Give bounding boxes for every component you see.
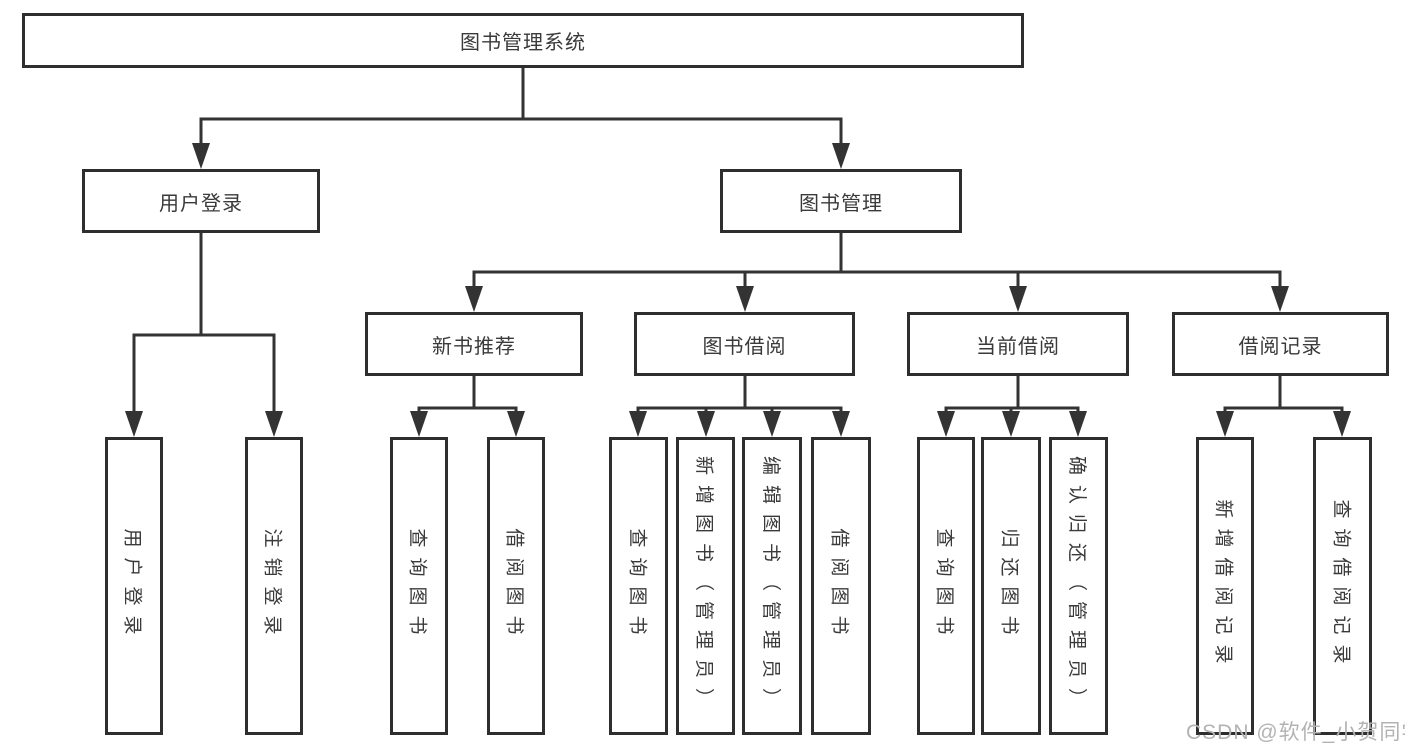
leaf-label: 归还图书 — [998, 527, 1020, 645]
leaf-label: 查询图书 — [406, 527, 428, 645]
node-current-borrowing: 当前借阅 — [907, 312, 1129, 376]
node-label: 用户登录 — [159, 192, 243, 215]
leaf-query-books: 查询图书 — [917, 437, 975, 735]
leaf-label: 用户登录 — [121, 527, 143, 645]
leaf-return-book: 归还图书 — [981, 437, 1041, 735]
leaf-add-borrow-record: 新增借阅记录 — [1196, 437, 1254, 735]
leaf-label: 查询图书 — [933, 527, 955, 645]
node-label: 新书推荐 — [432, 335, 516, 358]
leaf-edit-book-admin: 编辑图书（管理员） — [742, 437, 802, 735]
node-label: 图书管理系统 — [460, 32, 586, 54]
node-label: 借阅记录 — [1238, 335, 1323, 358]
leaf-label: 编辑图书（管理员） — [759, 455, 781, 717]
csdn-watermark: CSDN @软件_小贺同学 — [1186, 721, 1405, 744]
leaf-label: 查询图书 — [626, 527, 648, 645]
node-label: 当前借阅 — [976, 335, 1060, 358]
leaf-add-book-admin: 新增图书（管理员） — [676, 437, 735, 735]
leaf-label: 新增借阅记录 — [1212, 498, 1234, 674]
leaf-label: 查询借阅记录 — [1330, 498, 1352, 674]
leaf-label: 确认归还（管理员） — [1066, 455, 1088, 717]
leaf-query-books: 查询图书 — [609, 437, 668, 735]
leaf-label: 新增图书（管理员） — [693, 455, 715, 717]
leaf-label: 借阅图书 — [503, 527, 525, 645]
leaf-query-books: 查询图书 — [390, 437, 448, 735]
node-book-borrowing: 图书借阅 — [634, 312, 855, 376]
leaf-user-login: 用户登录 — [105, 437, 163, 735]
node-book-management: 图书管理 — [720, 169, 962, 233]
leaf-label: 注销登录 — [261, 527, 283, 645]
leaf-borrow-books: 借阅图书 — [811, 437, 871, 735]
leaf-label: 借阅图书 — [828, 527, 850, 645]
node-borrowing-records: 借阅记录 — [1172, 312, 1389, 376]
leaf-query-borrow-record: 查询借阅记录 — [1313, 437, 1372, 735]
leaf-borrow-books: 借阅图书 — [487, 437, 545, 735]
node-user-login: 用户登录 — [82, 169, 320, 233]
node-library-management-system: 图书管理系统 — [22, 13, 1024, 68]
node-label: 图书管理 — [799, 192, 883, 215]
node-new-book-recommendation: 新书推荐 — [365, 312, 583, 376]
node-label: 图书借阅 — [702, 335, 787, 358]
leaf-logout: 注销登录 — [245, 437, 303, 735]
leaf-confirm-return-admin: 确认归还（管理员） — [1049, 437, 1108, 735]
arrowheads — [125, 143, 1351, 437]
